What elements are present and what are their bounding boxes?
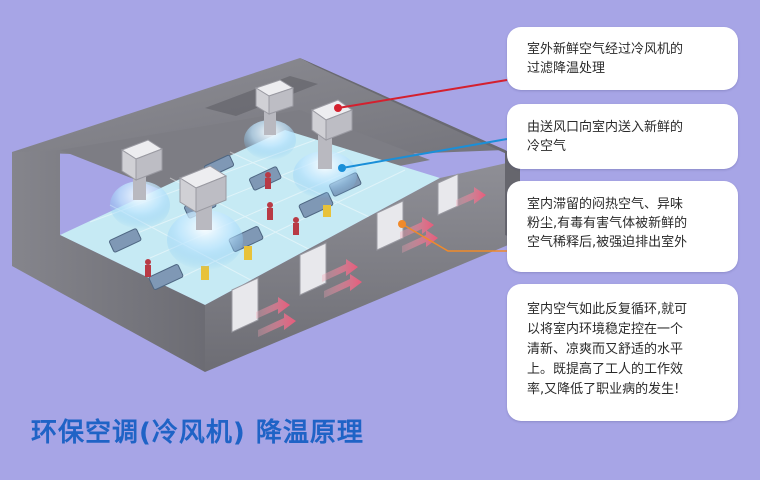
left-wall: [12, 150, 205, 372]
callout-exhaust: 室内滞留的闷热空气、异味 粉尘,有毒有害气体被新鲜的 空气稀释后,被强迫排出室外: [507, 181, 738, 272]
leader-line-1: [337, 79, 508, 109]
exhaust-vents: [231, 173, 459, 333]
leader-line-2: [341, 138, 508, 169]
diagram-title: 环保空调(冷风机) 降温原理: [31, 418, 364, 448]
callout-fresh-air-intake: 室外新鲜空气经过冷风机的 过滤降温处理: [507, 27, 738, 90]
leader-line-3: [401, 223, 507, 252]
callout-text: 室外新鲜空气经过冷风机的 过滤降温处理: [527, 42, 684, 76]
workers: [145, 172, 299, 277]
callout-circulation: 室内空气如此反复循环,就可 以将室内环境稳定控在一个 清新、凉爽而又舒适的水平 …: [507, 284, 738, 421]
callout-text: 由送风口向室内送入新鲜的 冷空气: [527, 120, 684, 154]
yellow-bins: [201, 205, 331, 280]
callout-text: 室内空气如此反复循环,就可 以将室内环境稳定控在一个 清新、凉爽而又舒适的水平 …: [527, 302, 688, 397]
exhaust-arrows: [256, 187, 486, 337]
leader-lines: [334, 79, 508, 252]
callout-text: 室内滞留的闷热空气、异味 粉尘,有毒有害气体被新鲜的 空气稀释后,被强迫排出室外: [527, 197, 688, 250]
callout-cold-air-supply: 由送风口向室内送入新鲜的 冷空气: [507, 104, 738, 169]
cooler-units: [120, 79, 354, 213]
